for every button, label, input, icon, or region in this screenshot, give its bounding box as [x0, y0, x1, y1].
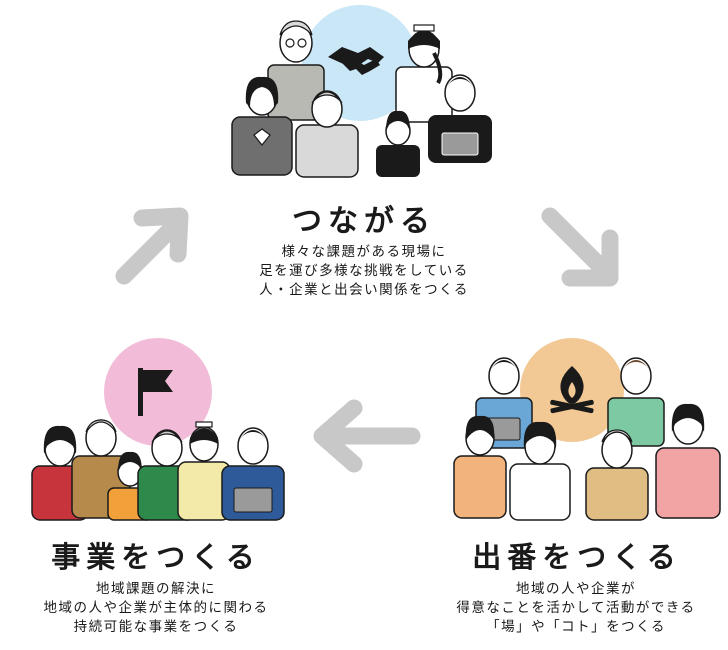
desc-jigyou: 地域課題の解決に 地域の人や企業が主体的に関わる 持続可能な事業をつくる — [6, 580, 306, 637]
person-elderly-woman — [585, 429, 649, 521]
arrow-left — [313, 399, 421, 473]
person-elderly-man — [267, 20, 325, 121]
desc-line: 足を運び多様な挑戦をしている — [259, 263, 469, 279]
group-jigyou — [28, 338, 290, 523]
people-illustration-top — [231, 5, 492, 178]
person-man-hoodie — [295, 90, 359, 178]
desc-line: 人・企業と出会い関係をつくる — [259, 282, 469, 298]
people-illustration-left — [31, 338, 285, 521]
desc-tsunagaru: 様々な課題がある現場に 足を運び多様な挑戦をしている 人・企業と出会い関係をつく… — [194, 243, 534, 300]
people-illustration-right — [453, 338, 721, 521]
person-man-laptop — [428, 74, 492, 163]
desc-line: 持続可能な事業をつくる — [73, 619, 239, 635]
desc-line: 様々な課題がある現場に — [281, 244, 447, 260]
handshake-icon — [328, 47, 384, 75]
group-tsunagaru — [228, 5, 500, 180]
person-nurse-yellow — [177, 421, 231, 521]
desc-line: 地域課題の解決に — [96, 581, 216, 597]
campfire-icon — [550, 366, 594, 414]
title-jigyou: 事業をつくる — [51, 540, 261, 574]
person-woman-white — [509, 421, 571, 521]
person-woman-pink — [655, 403, 721, 519]
arrow-up-right — [115, 207, 189, 285]
desc-line: 地域の人や企業が — [516, 581, 636, 597]
desc-line: 「場」や「コト」をつくる — [486, 619, 666, 635]
arrow-down-right — [541, 207, 619, 287]
flag-icon — [138, 368, 173, 416]
person-man-blue-laptop — [221, 427, 285, 521]
person-girl — [376, 110, 420, 177]
group-deban — [448, 338, 726, 523]
person-nurse — [395, 24, 453, 123]
person-woman-left — [231, 76, 293, 176]
title-tsunagaru: つながる — [292, 204, 436, 239]
desc-deban: 地域の人や企業が 得意なことを活かして活動ができる 「場」や「コト」をつくる — [426, 580, 726, 637]
desc-line: 得意なことを活かして活動ができる — [456, 600, 696, 616]
title-deban: 出番をつくる — [472, 540, 682, 574]
person-woman-orange — [453, 415, 507, 519]
desc-line: 地域の人や企業が主体的に関わる — [43, 600, 269, 616]
